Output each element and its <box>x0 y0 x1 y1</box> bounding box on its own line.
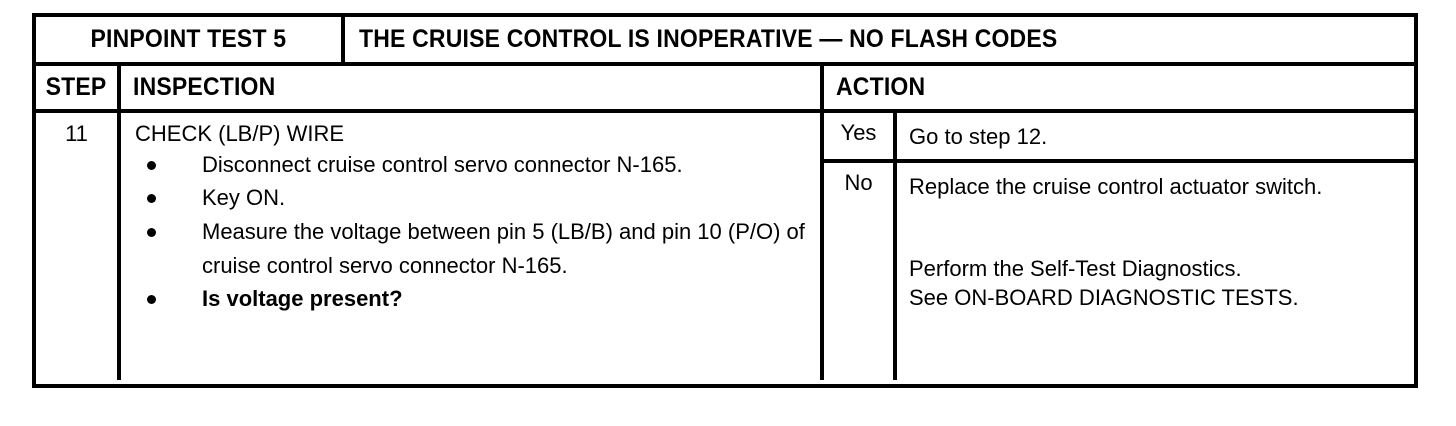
inspection-step-item: Disconnect cruise control servo connecto… <box>135 148 810 182</box>
inspection-step-list: Disconnect cruise control servo connecto… <box>135 148 810 316</box>
action-line: Perform the Self-Test Diagnostics. <box>909 255 1242 281</box>
step-number-cell: 11 <box>36 113 121 380</box>
result-row-yes: Yes Go to step 12. <box>824 113 1414 163</box>
column-header-action: ACTION <box>824 66 1414 109</box>
test-id-cell: PINPOINT TEST 5 <box>36 17 345 62</box>
action-line: Go to step 12. <box>909 124 1048 149</box>
inspection-step-text: Disconnect cruise control servo connecto… <box>202 151 683 177</box>
result-column: Yes Go to step 12. No Replace the cruise co… <box>824 113 1414 380</box>
action-cell: Replace the cruise control actuator swit… <box>897 163 1414 380</box>
inspection-step-text: Measure the voltage between pin 5 (LB/B)… <box>202 219 805 278</box>
column-header-row: STEP INSPECTION ACTION <box>36 66 1414 113</box>
action-line: Replace the cruise control actuator swit… <box>909 174 1323 199</box>
result-answer-cell: No <box>824 163 897 380</box>
test-id-label: PINPOINT TEST 5 <box>90 25 287 53</box>
table-row: 11 CHECK (LB/P) WIRE Disconnect cruise c… <box>36 113 1414 380</box>
inspection-step-item: Key ON. <box>135 181 810 215</box>
column-header-inspection: INSPECTION <box>121 66 824 109</box>
result-row-no: No Replace the cruise control actuator sw… <box>824 163 1414 380</box>
inspection-column-label: INSPECTION <box>133 73 276 101</box>
action-cell: Go to step 12. <box>897 113 1414 159</box>
inspection-step-item: Is voltage present? <box>135 282 810 316</box>
result-answer-label: No <box>844 170 873 195</box>
action-spacer <box>909 202 1406 254</box>
inspection-cell: CHECK (LB/P) WIRE Disconnect cruise cont… <box>121 113 824 380</box>
result-answer-cell: Yes <box>824 113 897 159</box>
inspection-step-text: Key ON. <box>202 185 286 211</box>
action-line: See ON-BOARD DIAGNOSTIC TESTS. <box>909 285 1299 311</box>
column-header-step: STEP <box>36 66 121 109</box>
test-title-row: PINPOINT TEST 5 THE CRUISE CONTROL IS IN… <box>36 17 1414 66</box>
pinpoint-test-table: PINPOINT TEST 5 THE CRUISE CONTROL IS IN… <box>32 13 1418 388</box>
inspection-step-item: Measure the voltage between pin 5 (LB/B)… <box>135 215 810 282</box>
result-answer-label: Yes <box>840 120 877 145</box>
step-column-label: STEP <box>46 73 107 101</box>
inspection-heading: CHECK (LB/P) WIRE <box>135 121 345 146</box>
test-title-label: THE CRUISE CONTROL IS INOPERATIVE — NO F… <box>359 25 1058 53</box>
bullet-dot-icon <box>147 295 156 305</box>
test-title-cell: THE CRUISE CONTROL IS INOPERATIVE — NO F… <box>345 17 1414 62</box>
action-column-label: ACTION <box>836 73 926 101</box>
bullet-dot-icon <box>147 160 156 170</box>
inspection-step-text: Is voltage present? <box>202 286 403 312</box>
bullet-dot-icon <box>147 194 156 204</box>
step-number: 11 <box>65 121 88 146</box>
bullet-dot-icon <box>147 228 156 238</box>
